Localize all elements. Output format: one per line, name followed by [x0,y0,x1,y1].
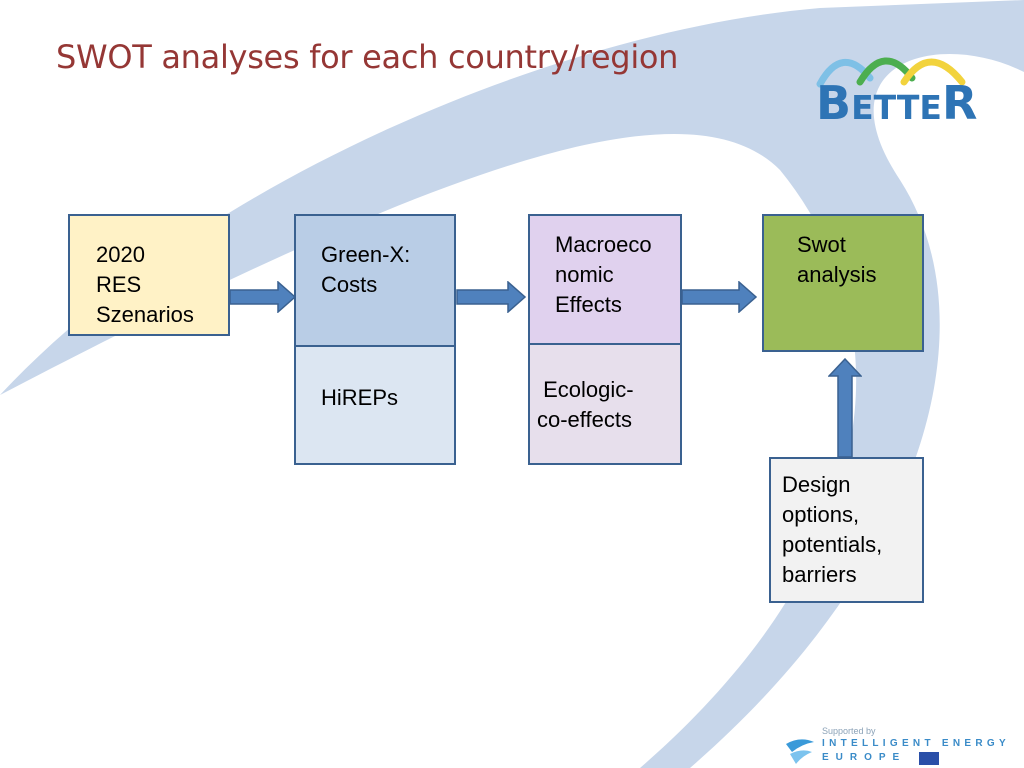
intelligent-energy-text: INTELLIGENT ENERGY [822,738,1010,749]
macroeconomic-effects-text: Macroeco nomic Effects [555,232,652,317]
logo-arcs [816,57,966,88]
design-options-text: Design options, potentials, barriers [782,472,883,587]
ecologic-co-effects-box: Ecologic- co-effects [528,343,682,465]
swot-analysis-box: Swot analysis [762,214,924,352]
arrow-res-to-greenx [229,281,296,313]
macroeconomic-effects-box: Macroeco nomic Effects [528,214,682,345]
hireps-text: HiREPs [321,385,399,410]
arrow-macro-to-swot [681,281,757,313]
hireps-box: HiREPs [294,345,456,465]
arrow-design-to-swot [828,358,862,458]
supported-by-text: Supported by [822,726,876,736]
ecologic-co-effects-text: Ecologic- co-effects [537,377,634,432]
arrow-greenx-to-macro [456,281,526,313]
green-x-costs-text: Green-X: Costs [321,242,411,297]
eu-flag-icon [919,752,939,765]
green-x-costs-box: Green-X: Costs [294,214,456,347]
res-scenarios-text: 2020 RES Szenarios [96,242,194,327]
logo-wordmark: BETTER [816,76,978,130]
europe-text: EUROPE [822,752,907,763]
swot-analysis-text: Swot analysis [797,232,877,287]
better-logo: BETTER [812,48,987,138]
page-title: SWOT analyses for each country/region [56,38,679,76]
res-scenarios-box: 2020 RES Szenarios [68,214,230,336]
design-options-box: Design options, potentials, barriers [769,457,924,603]
intelligent-energy-europe-logo: Supported by INTELLIGENT ENERGY EUROPE [784,724,1020,768]
iee-emblem-icon [786,739,814,764]
